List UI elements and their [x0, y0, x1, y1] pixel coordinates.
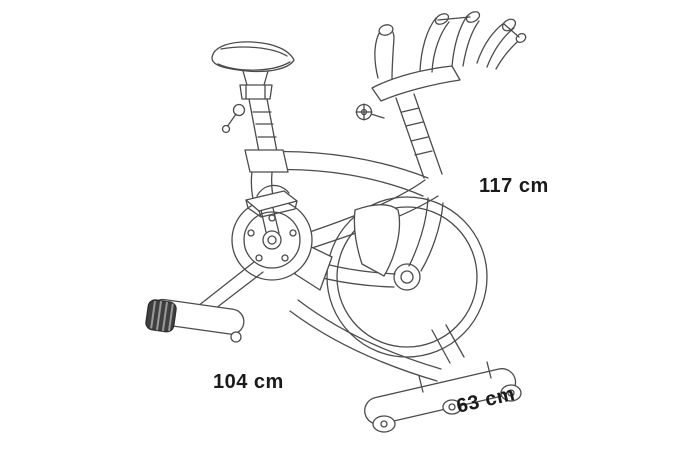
- fork-icon: [408, 197, 444, 272]
- length-dimension-label: 104 cm: [213, 371, 284, 393]
- crank-icon: [231, 199, 313, 281]
- front-stabilizer-icon: [364, 324, 522, 433]
- frame-bottom-tube-icon: [289, 299, 442, 382]
- seat-post-icon: [221, 98, 289, 173]
- handlebar-post-icon: [355, 93, 443, 179]
- height-dimension-label: 117 cm: [479, 175, 549, 197]
- rear-stabilizer-icon: [145, 261, 264, 343]
- handlebar-icon: [371, 11, 527, 102]
- pedal-icon: [245, 184, 298, 218]
- flywheel-icon: [326, 196, 488, 358]
- saddle-icon: [211, 41, 295, 100]
- frame-top-tube-icon: [261, 150, 429, 197]
